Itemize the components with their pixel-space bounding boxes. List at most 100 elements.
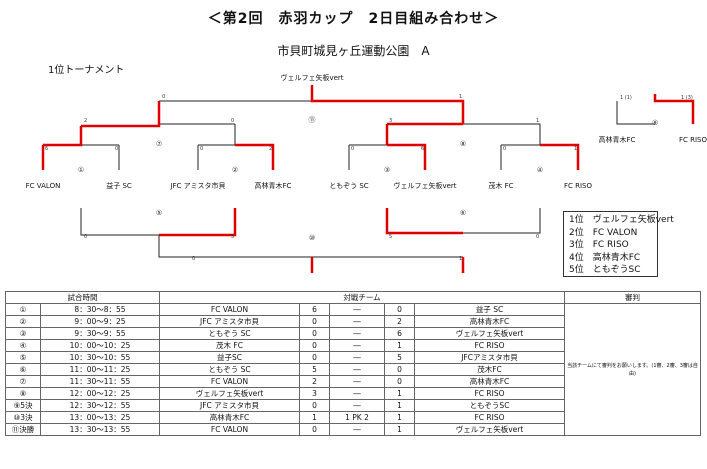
middle-cell: ―	[329, 423, 385, 436]
away-score-cell: 1	[384, 399, 415, 412]
team-slot-6: ヴェルフェ矢板vert	[393, 181, 456, 190]
match-number-7: ⑦	[156, 140, 162, 148]
away-team-cell: ヴェルフェ矢板vert	[413, 327, 566, 340]
score-m2-a: 0	[200, 146, 203, 152]
home-score-cell: 0	[299, 351, 330, 364]
match-no-cell: ②	[5, 315, 41, 328]
score-m1-b: 0	[115, 146, 118, 152]
home-score-cell: 0	[299, 327, 330, 340]
away-score-cell: 1	[384, 339, 415, 352]
away-score-cell: 1	[384, 423, 415, 436]
ranking-2: 2位 FC VALON	[569, 227, 638, 238]
home-score-cell: 1	[299, 411, 330, 424]
home-team-cell: ヴェルフェ矢板vert	[159, 387, 300, 400]
home-score-cell: 6	[299, 303, 330, 316]
home-score-cell: 0	[299, 339, 330, 352]
middle-cell: ―	[329, 327, 385, 340]
middle-cell: 1 PK 2	[329, 411, 385, 424]
team-top: ヴェルフェ矢板vert	[280, 73, 343, 82]
side-team-b: FC RISO	[679, 136, 707, 144]
header-referee: 審判	[564, 291, 702, 304]
match-no-cell: ①	[5, 303, 41, 316]
venue-title: 市貝町城見ヶ丘運動公園 A	[277, 44, 430, 58]
away-team-cell: FC RISO	[413, 387, 566, 400]
match-time-cell: 11：30～11：55	[40, 375, 160, 388]
away-score-cell: 1	[384, 387, 415, 400]
score-sf-left-a: 2	[84, 118, 87, 124]
score-m3-b: 6	[421, 146, 424, 152]
match-no-cell: ⑧	[5, 387, 41, 400]
final-ranking-box: 1位 ヴェルフェ矢板vert 2位 FC VALON 3位 FC RISO 4位…	[563, 211, 674, 277]
home-team-cell: FC VALON	[159, 375, 300, 388]
match-time-cell: 12：30～12：55	[40, 399, 160, 412]
score-final-right: 1	[459, 94, 462, 100]
team-slot-4: 高林青木FC	[255, 181, 292, 190]
score-m6-b: 0	[536, 234, 539, 240]
middle-cell: ―	[329, 351, 385, 364]
home-team-cell: ともぞう SC	[159, 363, 300, 376]
match-no-cell: ④	[5, 339, 41, 352]
match-no-cell: ⑪決勝	[5, 423, 41, 436]
away-team-cell: FC RISO	[413, 411, 566, 424]
bracket-lines	[80, 100, 655, 258]
ranking-3: 3位 FC RISO	[569, 240, 629, 251]
home-score-cell: 5	[299, 363, 330, 376]
home-score-cell: 2	[299, 375, 330, 388]
score-side-a: 1 (1)	[620, 95, 632, 101]
header-match-time: 試合時間	[5, 291, 160, 304]
match-no-cell: ⑩3決	[5, 411, 41, 424]
score-m1-a: 6	[45, 146, 48, 152]
score-m6-a: 5	[389, 234, 392, 240]
away-score-cell: 5	[384, 351, 415, 364]
home-team-cell: JFC アミスタ市貝	[159, 315, 300, 328]
section-label: 1位トーナメント	[48, 65, 125, 76]
match-number-10: ⑩	[309, 234, 315, 242]
match-no-cell: ⑥	[5, 363, 41, 376]
middle-cell: ―	[329, 375, 385, 388]
team-slot-3: JFC アミスタ市貝	[169, 181, 225, 190]
home-team-cell: FC VALON	[159, 303, 300, 316]
score-sf-left-b: 0	[231, 118, 234, 124]
score-sf-right-a: 3	[389, 118, 392, 124]
away-score-cell: 2	[384, 315, 415, 328]
match-time-cell: 12：00～12：25	[40, 387, 160, 400]
home-team-cell: 益子SC	[159, 351, 300, 364]
middle-cell: ―	[329, 399, 385, 412]
middle-cell: ―	[329, 303, 385, 316]
middle-cell: ―	[329, 315, 385, 328]
match-time-cell: 10：00～10：25	[40, 339, 160, 352]
away-team-cell: JFCアミスタ市貝	[413, 351, 566, 364]
home-score-cell: 0	[299, 399, 330, 412]
away-score-cell: 6	[384, 327, 415, 340]
page-title: ＜第2回 赤羽カップ 2日目組み合わせ＞	[207, 11, 500, 27]
away-team-cell: 高林青木FC	[413, 375, 566, 388]
team-slot-7: 茂木 FC	[488, 181, 513, 190]
match-time-cell: 9：00～9：25	[40, 315, 160, 328]
score-m5-b: 5	[231, 234, 234, 240]
away-team-cell: ヴェルフェ矢板vert	[413, 423, 566, 436]
match-no-cell: ⑦	[5, 375, 41, 388]
middle-cell: ―	[329, 339, 385, 352]
home-team-cell: JFC アミスタ市貝	[159, 399, 300, 412]
home-team-cell: 高林青木FC	[159, 411, 300, 424]
middle-cell: ―	[329, 363, 385, 376]
match-no-cell: ⑤	[5, 351, 41, 364]
score-final-bottom-b: 1	[459, 256, 462, 262]
home-team-cell: 茂木 FC	[159, 339, 300, 352]
match-number-5: ⑤	[156, 209, 162, 217]
home-team-cell: FC VALON	[159, 423, 300, 436]
score-final-left: 0	[162, 94, 165, 100]
winner-lines	[41, 85, 695, 273]
match-no-cell: ⑨5決	[5, 399, 41, 412]
away-team-cell: 益子 SC	[413, 303, 566, 316]
home-score-cell: 0	[299, 315, 330, 328]
away-score-cell: 0	[384, 375, 415, 388]
match-number-6: ⑥	[460, 209, 466, 217]
match-time-cell: 8：30～8：55	[40, 303, 160, 316]
